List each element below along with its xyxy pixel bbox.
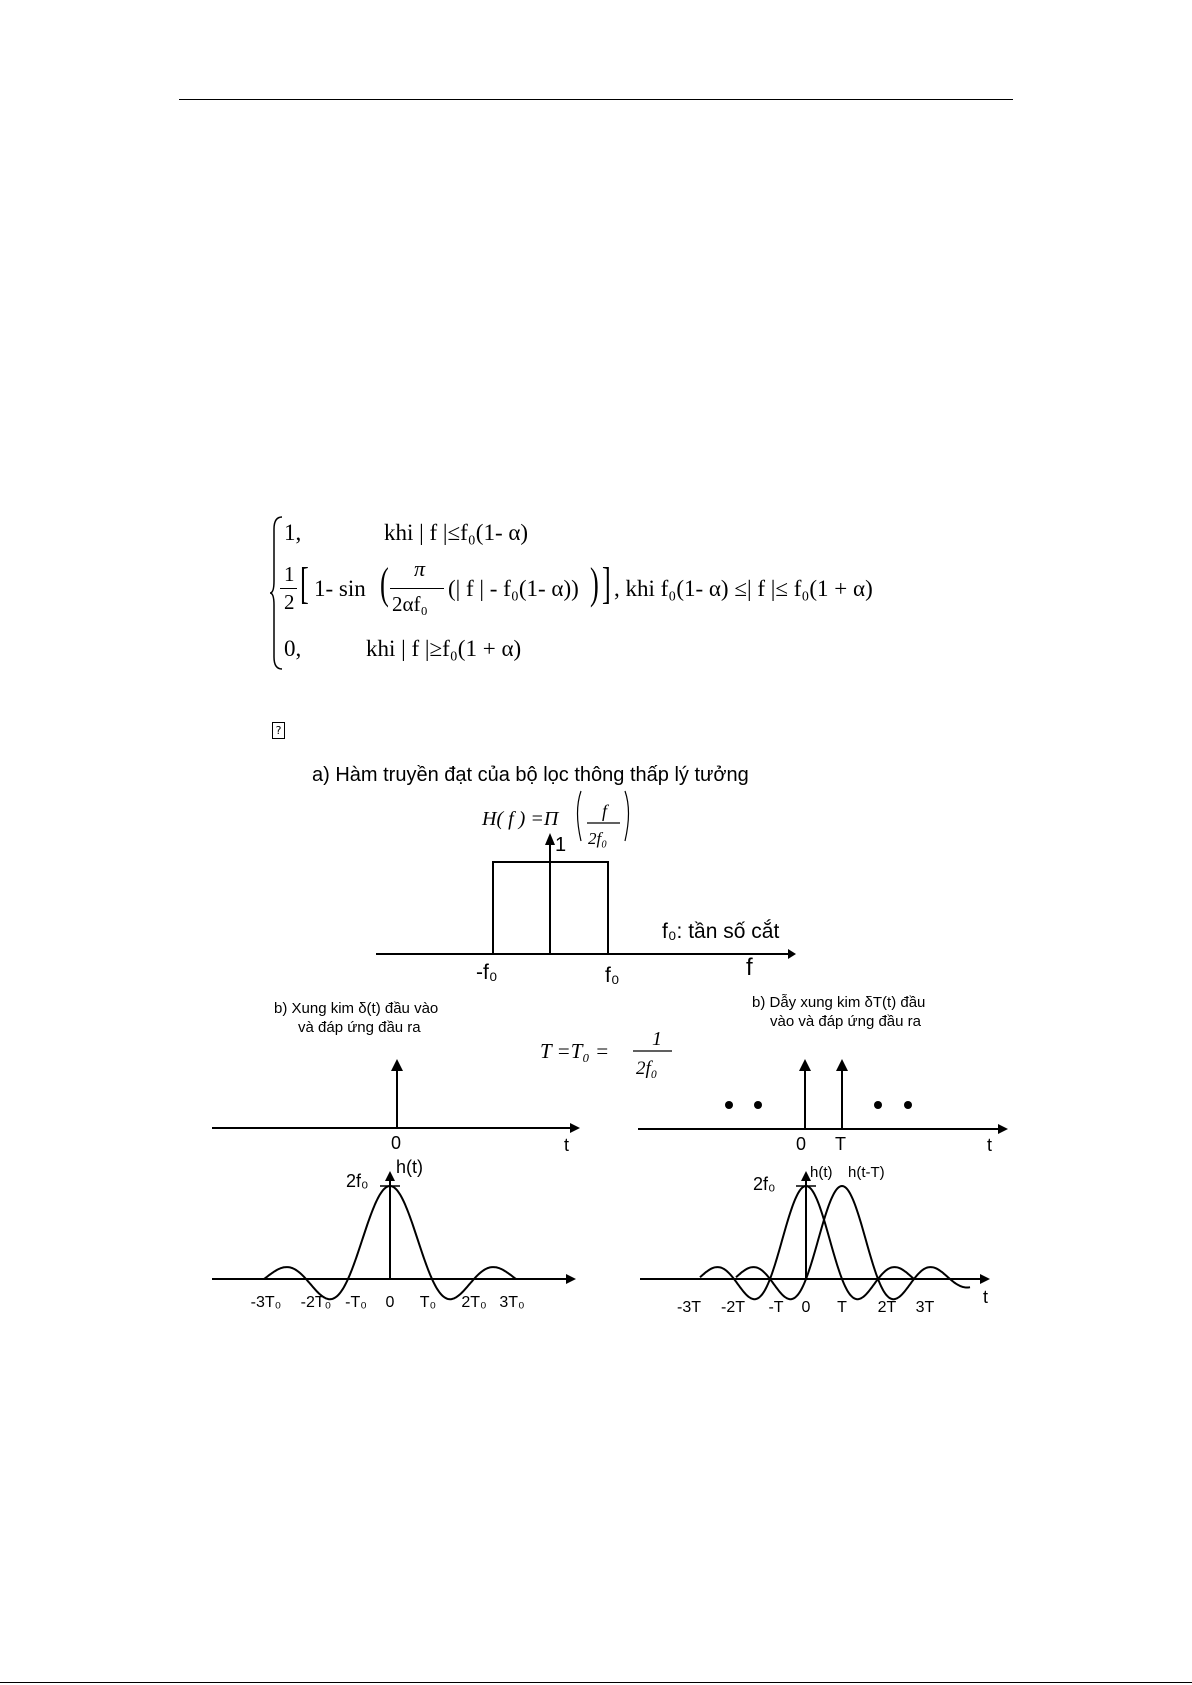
footer-rule — [0, 1682, 1192, 1683]
tick-label: 0 — [386, 1294, 395, 1311]
case3-value: 0, — [284, 636, 302, 661]
case2-sin: 1- sin — [314, 576, 366, 601]
plus-f0-label: f₀ — [605, 964, 620, 987]
case2-half-num: 1 — [284, 562, 295, 586]
hf-level: 1 — [555, 834, 566, 856]
tick-label: -3T — [677, 1299, 701, 1316]
tick-label: -3T₀ — [251, 1294, 282, 1311]
hf-numerator: f — [602, 801, 610, 821]
panel-b-right-caption-1: b) Dẫy xung kim δT(t) đầu — [752, 994, 925, 1011]
tick-label: 3T — [916, 1299, 935, 1316]
piecewise-formula: 1, khi | f |≤f₀(1- α) 1 2 [ 1- sin ( π 2… — [262, 512, 922, 672]
right-out-t-label: t — [983, 1287, 988, 1307]
case2-condition: , khi f₀(1- α) ≤| f |≤ f₀(1 + α) — [614, 576, 873, 601]
hf-lhs: H( f ) =Π — [481, 808, 560, 830]
right-tick-labels: -3T -2T -T 0 T 2T 3T — [677, 1299, 935, 1316]
filter-figure: a) Hàm truyền đạt của bộ lọc thông thấp … — [190, 745, 1050, 1350]
left-peak-label: 2f₀ — [346, 1171, 368, 1191]
left-tick-labels: -3T₀ -2T₀ -T₀ 0 T₀ 2T₀ 3T₀ — [251, 1294, 525, 1311]
tick-label: 2T₀ — [461, 1294, 486, 1311]
right-T-label: T — [835, 1134, 846, 1154]
cutoff-note: f₀: tần số cắt — [662, 920, 779, 943]
left-h-label: h(t) — [396, 1157, 423, 1177]
right-h-label: h(t) — [810, 1164, 833, 1181]
panel-b-left-caption-1: b) Xung kim δ(t) đầu vào — [274, 1000, 438, 1017]
period-eq: T =T₀ = — [540, 1039, 609, 1063]
right-peak-label: 2f₀ — [753, 1174, 775, 1194]
left-t-label: t — [564, 1135, 569, 1155]
tick-label: 0 — [802, 1299, 811, 1316]
case2-pi: π — [414, 556, 426, 581]
case1-value: 1, — [284, 520, 302, 545]
tick-label: 3T₀ — [499, 1294, 524, 1311]
case2-half-den: 2 — [284, 590, 295, 614]
period-den: 2f₀ — [636, 1058, 657, 1079]
case1-condition: khi | f |≤f₀(1- α) — [384, 520, 529, 545]
sinc-right-h-shift — [735, 1184, 971, 1301]
tick-label: -T — [768, 1299, 783, 1316]
panel-b-left-caption-2: và đáp ứng đầu ra — [298, 1019, 421, 1036]
tick-label: 2T — [878, 1299, 897, 1316]
panel-a-caption: a) Hàm truyền đạt của bộ lọc thông thấp … — [312, 764, 749, 786]
case2-pi-den: 2αf₀ — [392, 592, 428, 616]
case3-condition: khi | f |≥f₀(1 + α) — [366, 636, 522, 661]
rect-response — [492, 861, 609, 954]
tick-label: -2T — [721, 1299, 745, 1316]
missing-glyph-icon: ? — [272, 722, 285, 739]
hf-denominator: 2f₀ — [588, 829, 607, 848]
tick-label: -2T₀ — [301, 1294, 332, 1311]
tick-label: -T₀ — [345, 1294, 367, 1311]
minus-f0-label: -f₀ — [476, 961, 498, 984]
right-h-shift-label: h(t-T) — [848, 1164, 885, 1181]
left-brace — [270, 516, 283, 670]
left-zero-label: 0 — [391, 1133, 401, 1153]
filter-figure-svg: a) Hàm truyền đạt của bộ lọc thông thấp … — [212, 764, 1008, 1316]
tick-label: T₀ — [420, 1294, 436, 1311]
right-zero-label: 0 — [796, 1134, 806, 1154]
right-t-label: t — [987, 1135, 992, 1155]
panel-b-right-caption-2: vào và đáp ứng đầu ra — [770, 1013, 922, 1030]
case2-argument: (| f | - f₀(1- α)) — [448, 576, 579, 601]
header-rule — [179, 99, 1013, 100]
f-axis-label: f — [746, 954, 753, 981]
tick-label: T — [837, 1299, 847, 1316]
period-num: 1 — [652, 1028, 662, 1050]
